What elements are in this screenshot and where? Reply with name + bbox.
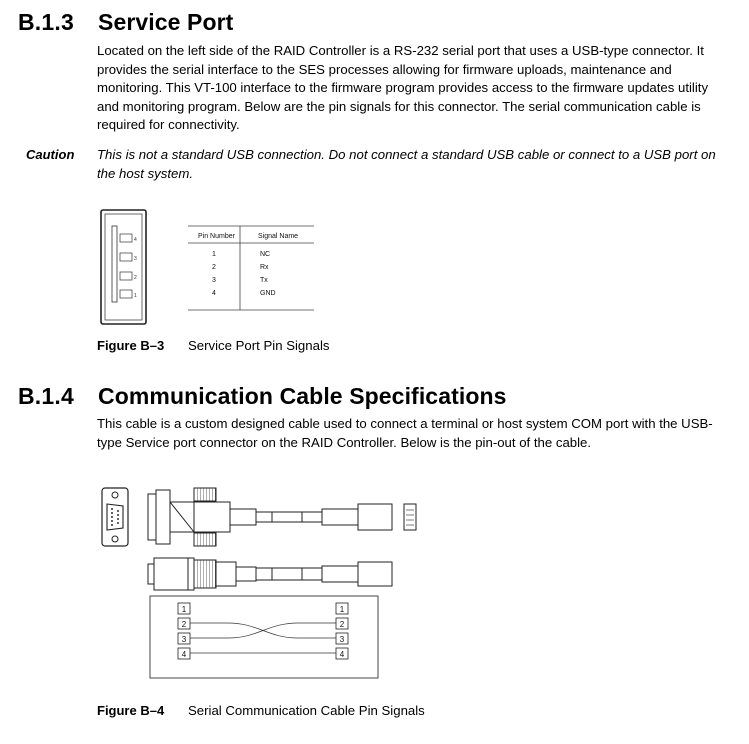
right-pin-label: 4 — [340, 650, 345, 659]
port-pin-label: 1 — [134, 293, 137, 299]
cable-top-view — [147, 487, 417, 547]
table-cell-signal: Rx — [260, 264, 269, 271]
figure-caption: Serial Communication Cable Pin Signals — [188, 703, 425, 718]
figure-caption: Service Port Pin Signals — [188, 338, 330, 353]
table-cell-signal: Tx — [260, 277, 268, 284]
table-cell-signal: NC — [260, 251, 270, 258]
caution-text: This is not a standard USB connection. D… — [97, 147, 716, 181]
left-pin-label: 3 — [182, 635, 187, 644]
table-cell-pin: 1 — [212, 251, 216, 258]
left-pin-label: 2 — [182, 620, 187, 629]
table-cell-pin: 2 — [212, 264, 216, 271]
section-number: B.1.3 — [18, 9, 74, 35]
right-pin-label: 3 — [340, 635, 345, 644]
port-pin-label: 4 — [134, 237, 137, 243]
section-number: B.1.4 — [18, 383, 74, 409]
pin-signal-table: Pin Number Signal Name 1 NC 2 Rx 3 Tx 4 … — [188, 225, 314, 311]
section-paragraph: Located on the left side of the RAID Con… — [97, 43, 709, 133]
figure-label: Figure B–4 — [97, 703, 165, 718]
caution-label: Caution — [26, 147, 75, 162]
table-header-signal: Signal Name — [258, 233, 298, 240]
wiring-diagram: 1 2 3 4 1 2 3 4 — [149, 595, 379, 679]
db9-connector-icon — [101, 487, 129, 547]
port-pin-label: 3 — [134, 256, 137, 262]
service-port-illustration: 4 3 2 1 — [100, 209, 147, 325]
cable-bottom-view — [147, 557, 393, 591]
table-cell-pin: 4 — [212, 290, 216, 297]
figure-label: Figure B–3 — [97, 338, 165, 353]
port-pin-label: 2 — [134, 275, 137, 281]
left-pin-label: 4 — [182, 650, 187, 659]
cable-illustration: 1 2 3 4 1 2 3 4 — [101, 487, 417, 679]
right-pin-label: 1 — [340, 605, 345, 614]
table-header-pin: Pin Number — [198, 233, 236, 240]
table-cell-pin: 3 — [212, 277, 216, 284]
left-pin-label: 1 — [182, 605, 187, 614]
right-pin-label: 2 — [340, 620, 345, 629]
table-cell-signal: GND — [260, 290, 276, 297]
section-title: Service Port — [98, 9, 234, 35]
section-paragraph: This cable is a custom designed cable us… — [97, 416, 713, 450]
section-title: Communication Cable Specifications — [98, 383, 507, 409]
